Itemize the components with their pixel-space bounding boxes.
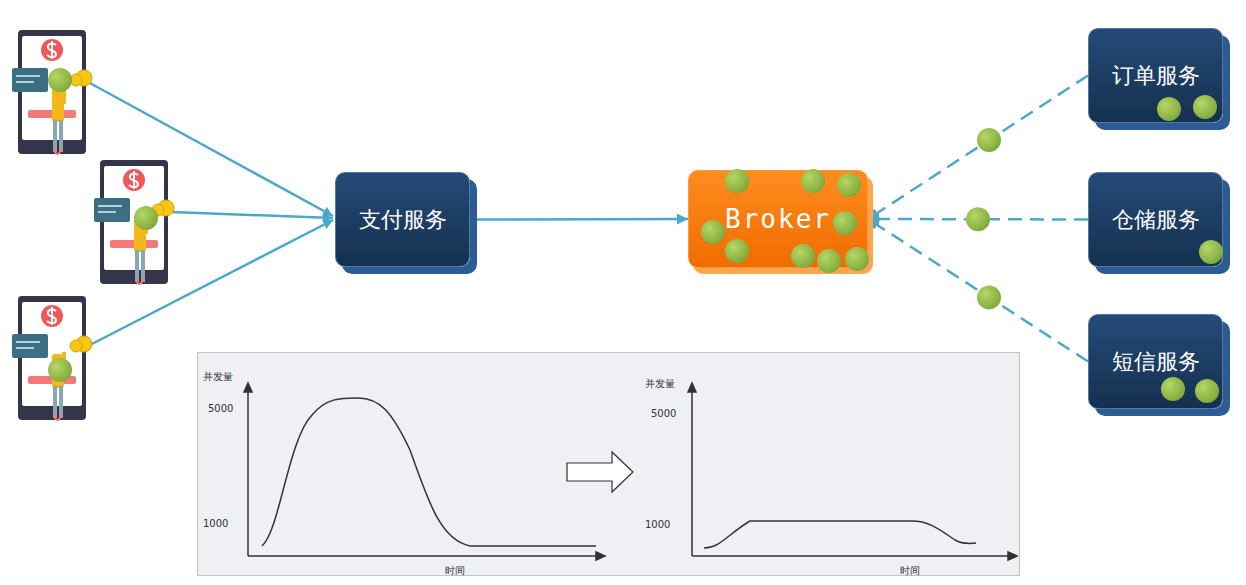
message-ball xyxy=(725,169,749,193)
message-ball xyxy=(725,239,749,263)
service-box: 短信服务 xyxy=(1088,314,1223,409)
message-ball xyxy=(1195,379,1219,403)
leader-lines xyxy=(88,82,333,346)
service-box: 支付服务 xyxy=(335,172,470,267)
chart-axis-label: 1000 xyxy=(203,518,228,529)
phone-user xyxy=(94,160,174,284)
message-ball xyxy=(48,358,72,382)
chart-panel xyxy=(198,353,1020,576)
message-ball xyxy=(966,207,990,231)
subscribe-connector xyxy=(868,219,1088,362)
phone-user xyxy=(12,296,92,420)
message-ball xyxy=(817,249,841,273)
message-ball xyxy=(977,128,1001,152)
message-ball xyxy=(48,68,72,92)
chart-axis-label: 并发量 xyxy=(203,370,233,384)
message-ball xyxy=(1161,377,1185,401)
message-ball xyxy=(701,220,725,244)
curve-peak xyxy=(262,398,596,546)
phone-user xyxy=(12,30,92,154)
service-box: 订单服务 xyxy=(1088,28,1223,123)
node-label: 短信服务 xyxy=(1112,347,1200,377)
chart-axis-label: 5000 xyxy=(208,403,233,414)
service-box: 仓储服务 xyxy=(1088,172,1223,267)
broker-box: Broker xyxy=(688,170,868,268)
chart-axis-label: 并发量 xyxy=(645,377,675,391)
leader-line xyxy=(172,212,333,218)
publish-connector xyxy=(470,218,688,221)
node-label: Broker xyxy=(725,204,831,234)
transform-arrow xyxy=(567,452,633,492)
chart-axis-label: 时间 xyxy=(445,564,465,578)
chart-axis-label: 5000 xyxy=(651,408,676,419)
message-ball xyxy=(977,285,1001,309)
message-ball xyxy=(801,169,825,193)
message-ball xyxy=(845,247,869,271)
node-label: 订单服务 xyxy=(1112,61,1200,91)
curve-flat xyxy=(704,521,976,548)
subscribe-connector xyxy=(868,76,1088,220)
message-ball xyxy=(833,211,857,235)
message-ball xyxy=(1157,97,1181,121)
message-ball xyxy=(791,244,815,268)
node-label: 支付服务 xyxy=(359,205,447,235)
chart-axis-label: 1000 xyxy=(645,519,670,530)
message-ball xyxy=(134,206,158,230)
message-ball xyxy=(1199,240,1223,264)
chart-axis-label: 时间 xyxy=(900,564,920,578)
message-ball xyxy=(837,173,861,197)
message-ball xyxy=(1193,95,1217,119)
node-label: 仓储服务 xyxy=(1112,205,1200,235)
